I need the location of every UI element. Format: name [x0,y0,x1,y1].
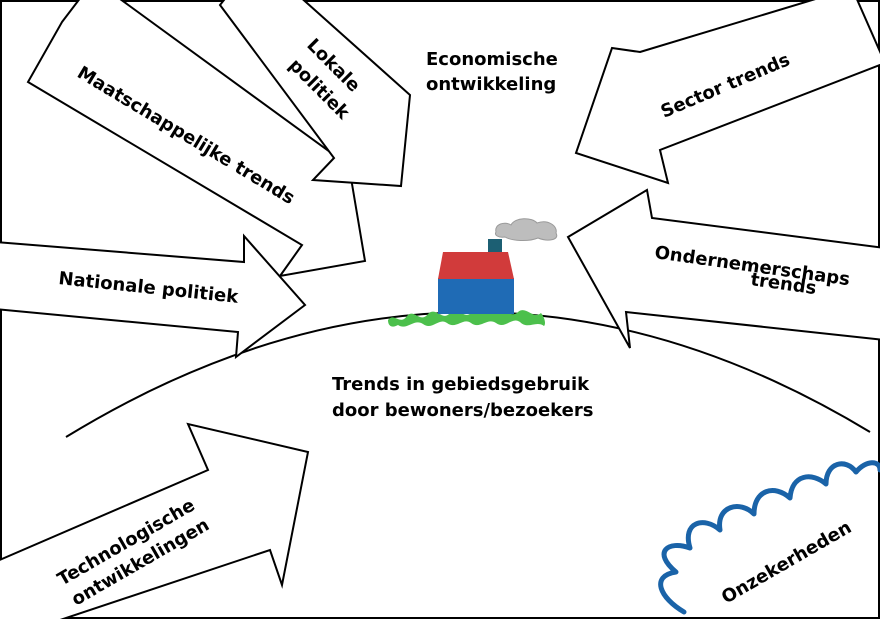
chimney [488,239,502,252]
house-roof [438,252,514,279]
arrow-nationale-politiek: Nationale politiek [0,233,307,360]
label-gebiedsgebruik-1: Trends in gebiedsgebruik [332,374,590,395]
label-economische-2: ontwikkeling [426,74,556,95]
house-icon [388,218,558,327]
uncertainty-wave-icon [658,460,880,615]
label-economische-1: Economische [426,49,558,70]
label-gebiedsgebruik-2: door bewoners/bezoekers [332,400,593,421]
arrow-ondernemerschaps-trends: Ondernemerschaps trends [566,188,880,349]
smoke-icon [495,218,558,241]
arrow-lokale-politiek: Lokale politiek [218,0,412,188]
house-wall [438,278,514,314]
